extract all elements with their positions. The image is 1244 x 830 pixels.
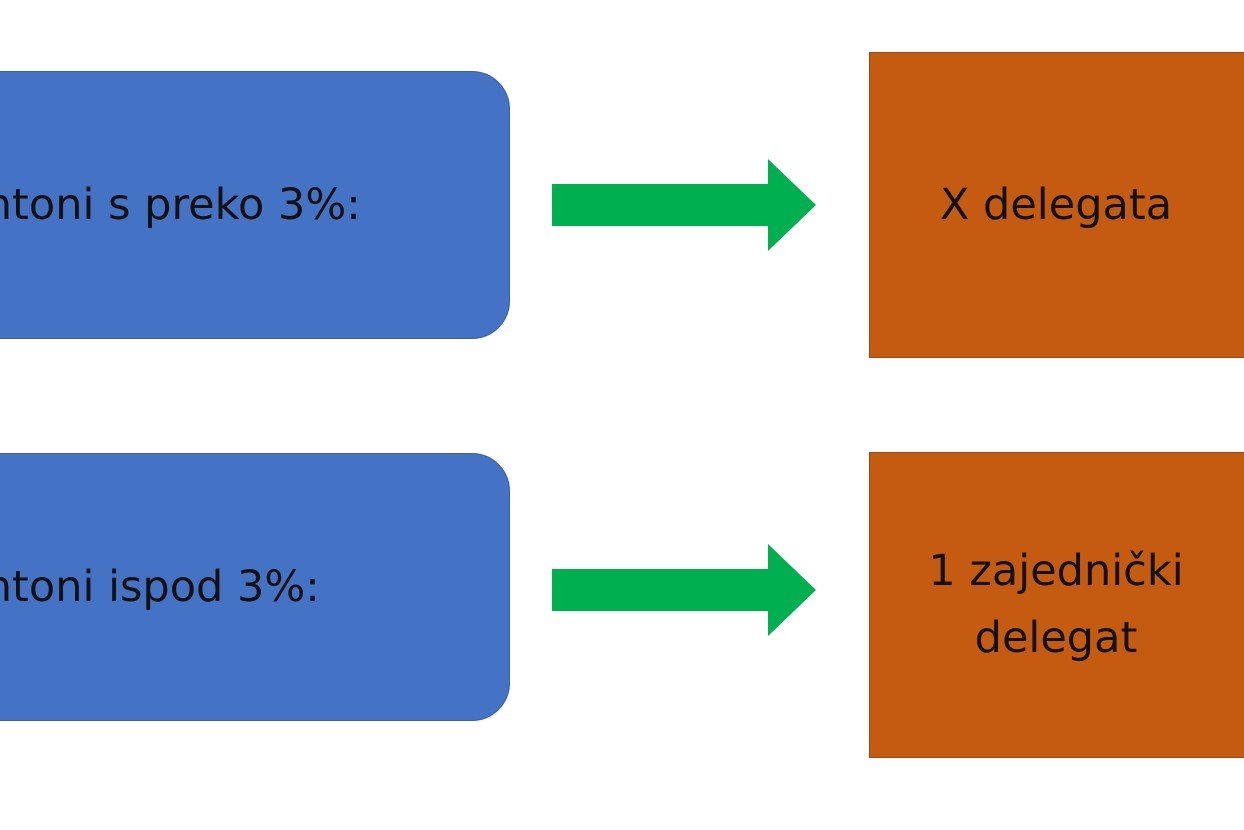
source-label-over-3-percent: Kantoni s preko 3%: <box>0 179 361 230</box>
target-box-one-common-delegate: 1 zajednički delegat <box>869 452 1244 758</box>
source-label-under-3-percent: Kantoni ispod 3%: <box>0 561 320 612</box>
target-box-x-delegates: X delegata <box>869 52 1244 358</box>
source-box-under-3-percent: Kantoni ispod 3%: <box>0 453 510 721</box>
right-arrow-icon <box>552 159 816 251</box>
source-box-over-3-percent: Kantoni s preko 3%: <box>0 71 510 339</box>
target-label-x-delegates: X delegata <box>939 179 1173 230</box>
target-label-one-common-delegate: 1 zajednički delegat <box>928 546 1184 663</box>
right-arrow-icon <box>552 544 816 636</box>
